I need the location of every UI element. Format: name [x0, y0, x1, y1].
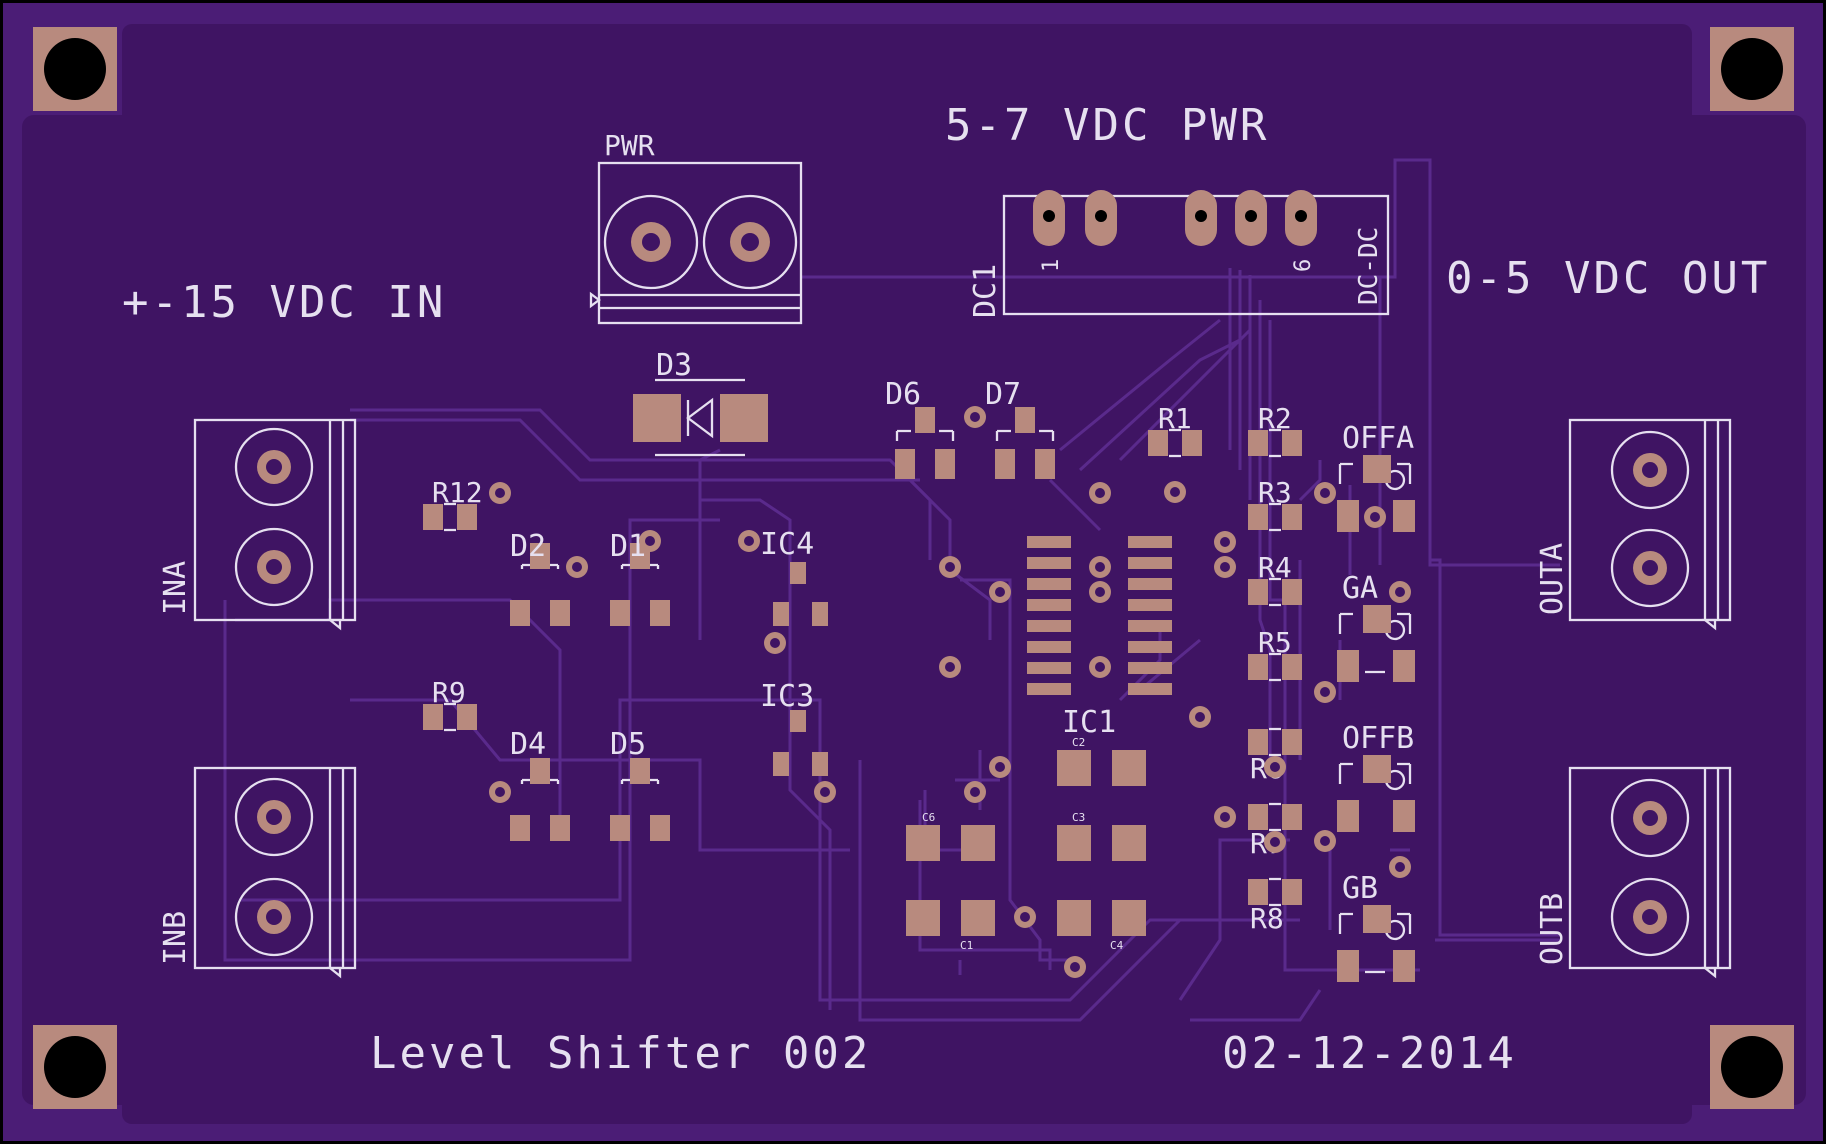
pwr-section-title: 5-7 VDC PWR	[945, 100, 1269, 151]
vias	[489, 406, 1411, 978]
c2-label: C2	[1072, 736, 1085, 749]
d5-label: D5	[610, 727, 646, 762]
ina-terminal-block	[193, 418, 357, 631]
c3-label: C3	[1072, 811, 1085, 824]
pwr-terminal-block	[589, 161, 803, 325]
d3-label: D3	[656, 348, 692, 383]
outa-terminal-block	[1568, 418, 1732, 631]
c4-label: C4	[1110, 939, 1124, 952]
output-section-title: 0-5 VDC OUT	[1446, 253, 1770, 304]
r8-label: R8	[1250, 902, 1284, 935]
d2-label: D2	[510, 529, 546, 564]
ic4-label: IC4	[760, 527, 814, 562]
d4-label: D4	[510, 727, 546, 762]
offb-label: OFFB	[1342, 721, 1414, 756]
outa-label: OUTA	[1535, 543, 1570, 615]
dcdc-type: DC-DC	[1354, 227, 1384, 305]
r4-label: R4	[1258, 551, 1292, 584]
offa-label: OFFA	[1342, 421, 1414, 456]
ga-label: GA	[1342, 571, 1378, 606]
c1-label: C1	[960, 939, 973, 952]
pwr-label: PWR	[604, 129, 655, 162]
d6-label: D6	[885, 377, 921, 412]
r3-label: R3	[1258, 476, 1292, 509]
board-date: 02-12-2014	[1222, 1028, 1517, 1079]
trimpots	[1337, 455, 1415, 982]
r2-label: R2	[1258, 402, 1292, 435]
r5-label: R5	[1258, 626, 1292, 659]
input-section-title: +-15 VDC IN	[122, 277, 446, 328]
sot23-diodes	[510, 407, 1055, 841]
d7-label: D7	[985, 377, 1021, 412]
ic4-chip	[773, 562, 828, 626]
outb-label: OUTB	[1535, 893, 1570, 965]
inb-terminal-block	[193, 766, 357, 979]
diode-d3	[633, 378, 768, 457]
mounting-holes	[33, 27, 1794, 1109]
dcdc-ref: DC1	[968, 264, 1003, 318]
inb-label: INB	[158, 911, 193, 965]
gb-label: GB	[1342, 871, 1378, 906]
resistors	[423, 428, 1302, 907]
ic1-chip	[1027, 536, 1172, 695]
ic1-label: IC1	[1062, 705, 1116, 740]
dcdc-pin6: 6	[1291, 259, 1316, 272]
project-title: Level Shifter 002	[370, 1028, 871, 1079]
capacitors	[906, 750, 1146, 936]
ic3-label: IC3	[760, 679, 814, 714]
dcdc-converter	[1002, 190, 1390, 316]
c6-label: C6	[922, 811, 935, 824]
r12-label: R12	[432, 476, 483, 509]
ina-label: INA	[158, 561, 193, 615]
ic3-chip	[773, 710, 828, 776]
r9-label: R9	[432, 676, 466, 709]
outb-terminal-block	[1568, 766, 1732, 979]
dcdc-pin1: 1	[1039, 259, 1064, 272]
r1-label: R1	[1158, 402, 1192, 435]
d1-label: D1	[610, 529, 646, 564]
